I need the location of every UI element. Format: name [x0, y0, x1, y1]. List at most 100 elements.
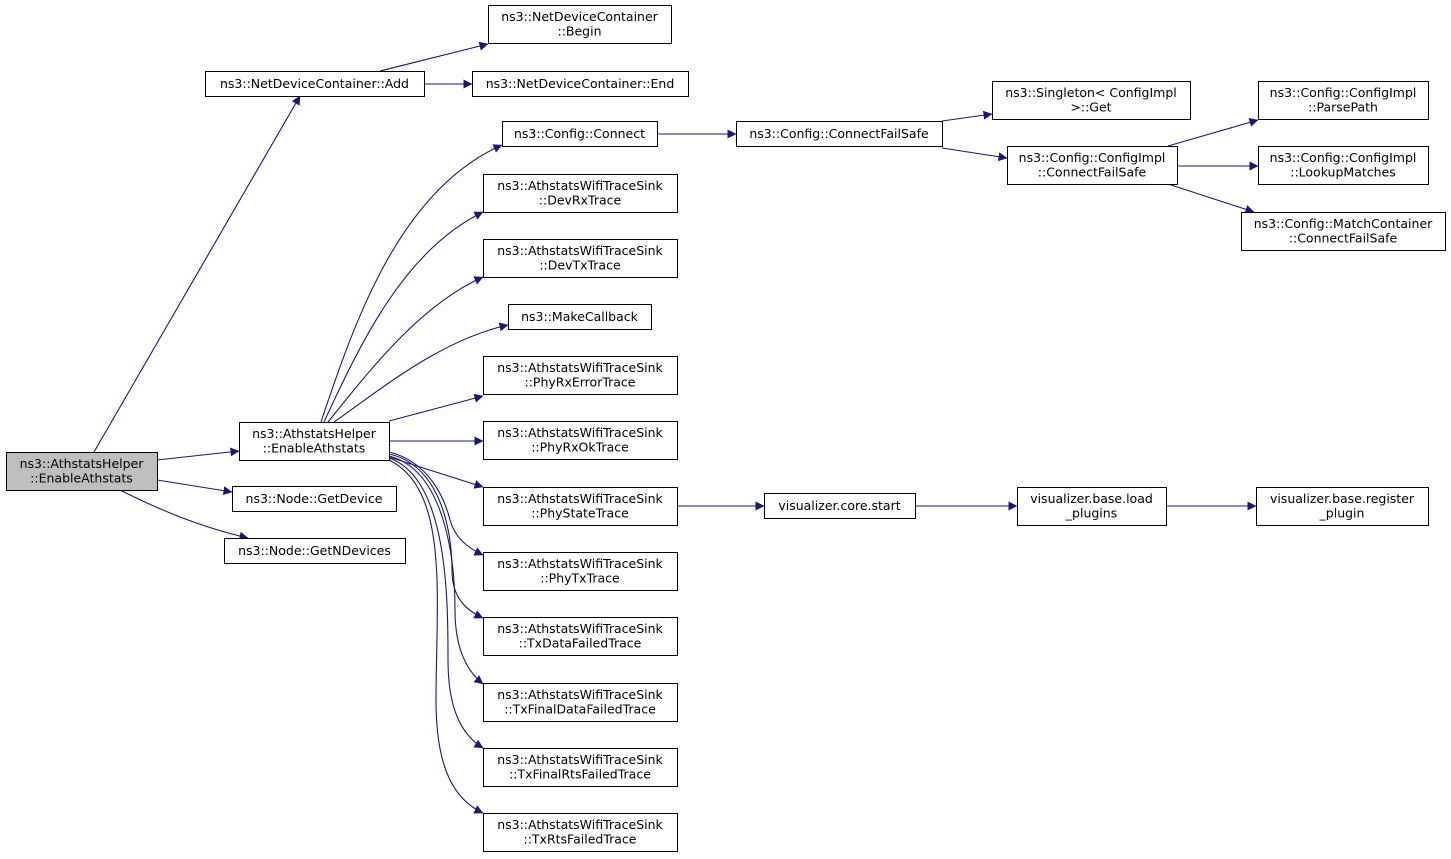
- node-box: [483, 748, 678, 787]
- node-makecallback[interactable]: ns3::MakeCallback: [508, 304, 652, 330]
- node-label-line: ns3::AthstatsWifiTraceSink: [497, 752, 663, 767]
- edge-config-connectfailsafe-to-configimpl-connectfailsafe: [941, 147, 1008, 162]
- node-matchcontainer-connectfailsafe[interactable]: ns3::Config::MatchContainer::ConnectFail…: [1241, 212, 1446, 251]
- node-ndc-end[interactable]: ns3::NetDeviceContainer::End: [472, 71, 689, 97]
- edge-configimpl-connectfailsafe-to-configimpl-parsepath: [1167, 118, 1259, 147]
- node-sink-txfinaldatafailedtrace[interactable]: ns3::AthstatsWifiTraceSink::TxFinalDataF…: [483, 683, 678, 722]
- node-sink-devrxtrace[interactable]: ns3::AthstatsWifiTraceSink::DevRxTrace: [483, 174, 678, 213]
- node-box: [1256, 487, 1429, 526]
- node-sink-phyrxerrortrace[interactable]: ns3::AthstatsWifiTraceSink::PhyRxErrorTr…: [483, 356, 678, 395]
- node-label-line: ns3::AthstatsWifiTraceSink: [497, 178, 663, 193]
- node-box: [1017, 487, 1167, 526]
- edge-helper-enable-to-sink-txfinaldatafailedtrace: [388, 455, 484, 685]
- node-box: [224, 538, 406, 564]
- node-sink-txrtsfailedtrace[interactable]: ns3::AthstatsWifiTraceSink::TxRtsFailedT…: [483, 813, 678, 852]
- node-box: [483, 552, 678, 591]
- node-box: [483, 617, 678, 656]
- node-label-line: ::ConnectFailSafe: [1289, 231, 1398, 246]
- node-label-line: ns3::NetDeviceContainer::End: [486, 76, 675, 91]
- node-label-line: ns3::Config::ConnectFailSafe: [749, 126, 929, 141]
- node-label-line: ::PhyTxTrace: [540, 571, 620, 586]
- edge-arrow: [320, 144, 503, 423]
- edge-arrow: [119, 489, 249, 541]
- node-box: [483, 683, 678, 722]
- edge-helper-enable-to-sink-phystatetrace: [388, 456, 484, 489]
- node-root: ns3::AthstatsHelper::EnableAthstats: [6, 452, 158, 491]
- node-box: [502, 121, 658, 147]
- node-configimpl-connectfailsafe[interactable]: ns3::Config::ConfigImpl::ConnectFailSafe: [1007, 146, 1178, 185]
- node-box: [483, 421, 678, 460]
- edge-arrow: [388, 393, 484, 422]
- node-config-connectfailsafe[interactable]: ns3::Config::ConnectFailSafe: [736, 121, 943, 147]
- edge-root-to-helper-enable: [156, 447, 240, 461]
- node-box: [472, 71, 689, 97]
- node-visualizer-base-register-plugin[interactable]: visualizer.base.register_plugin: [1256, 487, 1429, 526]
- node-label-line: ns3::AthstatsWifiTraceSink: [497, 243, 663, 258]
- node-label-line: ::Begin: [557, 24, 601, 39]
- edge-root-to-node-getdevice: [156, 479, 233, 496]
- node-configimpl-lookupmatches[interactable]: ns3::Config::ConfigImpl::LookupMatches: [1258, 146, 1429, 185]
- edge-helper-enable-to-sink-devrxtrace: [323, 211, 484, 423]
- node-box: [1241, 212, 1446, 251]
- node-sink-phyrxoktrace[interactable]: ns3::AthstatsWifiTraceSink::PhyRxOkTrace: [483, 421, 678, 460]
- node-box: [6, 452, 158, 491]
- edge-arrow: [941, 110, 993, 122]
- node-box: [232, 486, 397, 512]
- edge-helper-enable-to-sink-devtxtrace: [327, 276, 484, 423]
- edge-helper-enable-to-config-connect: [320, 144, 503, 423]
- node-label-line: ns3::MakeCallback: [521, 309, 639, 324]
- node-label-line: ns3::Config::ConfigImpl: [1019, 150, 1166, 165]
- node-box: [1258, 146, 1429, 185]
- edge-arrow: [327, 276, 484, 423]
- node-label-line: ns3::Node::GetDevice: [246, 491, 383, 506]
- node-helper-enable[interactable]: ns3::AthstatsHelper::EnableAthstats: [239, 422, 390, 461]
- edge-arrow: [1167, 118, 1259, 147]
- node-label-line: ::TxFinalRtsFailedTrace: [509, 767, 651, 782]
- node-configimpl-parsepath[interactable]: ns3::Config::ConfigImpl::ParsePath: [1258, 81, 1429, 120]
- node-box: [483, 174, 678, 213]
- node-label-line: _plugins: [1065, 506, 1117, 521]
- edge-helper-enable-to-sink-txdatafailedtrace: [388, 453, 484, 619]
- node-box: [483, 239, 678, 278]
- edge-helper-enable-to-sink-txfinalrtsfailedtrace: [388, 457, 484, 749]
- node-label-line: ::TxRtsFailedTrace: [524, 832, 637, 847]
- node-label-line: ::PhyRxOkTrace: [531, 440, 629, 455]
- node-sink-phytxtrace[interactable]: ns3::AthstatsWifiTraceSink::PhyTxTrace: [483, 552, 678, 591]
- edge-arrow: [93, 95, 301, 453]
- node-label-line: ns3::AthstatsWifiTraceSink: [497, 556, 663, 571]
- node-ndc-add[interactable]: ns3::NetDeviceContainer::Add: [205, 71, 425, 97]
- node-sink-phystatetrace[interactable]: ns3::AthstatsWifiTraceSink::PhyStateTrac…: [483, 487, 678, 526]
- edge-arrow: [323, 211, 484, 423]
- node-config-connect[interactable]: ns3::Config::Connect: [502, 121, 658, 147]
- node-box: [1007, 146, 1178, 185]
- node-box: [483, 487, 678, 526]
- node-visualizer-base-load-plugins[interactable]: visualizer.base.load_plugins: [1017, 487, 1167, 526]
- node-node-getndevices[interactable]: ns3::Node::GetNDevices: [224, 538, 406, 564]
- edge-arrow: [379, 41, 489, 72]
- node-box: [1258, 81, 1429, 120]
- node-label-line: ::LookupMatches: [1290, 165, 1396, 180]
- node-sink-txdatafailedtrace[interactable]: ns3::AthstatsWifiTraceSink::TxDataFailed…: [483, 617, 678, 656]
- node-sink-devtxtrace[interactable]: ns3::AthstatsWifiTraceSink::DevTxTrace: [483, 239, 678, 278]
- node-label-line: ::DevTxTrace: [539, 258, 621, 273]
- node-label-line: ns3::AthstatsWifiTraceSink: [497, 621, 663, 636]
- edge-config-connectfailsafe-to-singleton-get: [941, 110, 993, 122]
- node-label-line: visualizer.core.start: [778, 498, 900, 513]
- node-ndc-begin[interactable]: ns3::NetDeviceContainer::Begin: [488, 5, 672, 44]
- node-visualizer-core-start[interactable]: visualizer.core.start: [764, 493, 916, 519]
- node-label-line: ::EnableAthstats: [263, 441, 366, 456]
- node-label-line: ns3::AthstatsWifiTraceSink: [497, 491, 663, 506]
- node-singleton-get[interactable]: ns3::Singleton< ConfigImpl >::Get: [992, 81, 1191, 120]
- edge-helper-enable-to-sink-phytxtrace: [388, 451, 484, 556]
- node-label-line: ::DevRxTrace: [539, 193, 622, 208]
- node-label-line: ::TxFinalDataFailedTrace: [504, 702, 656, 717]
- node-label-line: ::ConnectFailSafe: [1038, 165, 1147, 180]
- node-box: [488, 5, 672, 44]
- node-label-line: ::EnableAthstats: [30, 471, 133, 486]
- node-node-getdevice[interactable]: ns3::Node::GetDevice: [232, 486, 397, 512]
- edge-arrow: [156, 447, 240, 461]
- node-sink-txfinalrtsfailedtrace[interactable]: ns3::AthstatsWifiTraceSink::TxFinalRtsFa…: [483, 748, 678, 787]
- edge-arrow: [388, 459, 484, 814]
- node-label-line: ns3::AthstatsWifiTraceSink: [497, 817, 663, 832]
- node-label-line: ns3::Config::ConfigImpl: [1270, 150, 1417, 165]
